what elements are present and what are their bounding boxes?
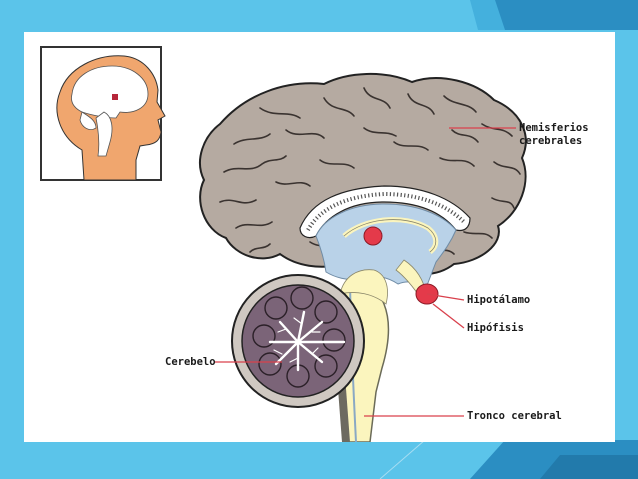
label-pituitary: Hipófisis xyxy=(467,322,524,334)
arbor-vitae-twigs xyxy=(273,317,321,363)
leader-pituitary xyxy=(432,303,465,329)
leader-hypothalamus xyxy=(426,293,465,301)
content-panel: Hemisferios cerebrales Hipotálamo Hipófi… xyxy=(24,32,615,442)
label-hypothalamus: Hipotálamo xyxy=(467,294,531,306)
arbor-vitae xyxy=(268,310,346,372)
thumbnail-section-marker xyxy=(112,94,118,100)
cerebellum xyxy=(231,274,365,408)
head-thumbnail xyxy=(40,46,166,181)
cerebellar-folia xyxy=(252,286,346,388)
thumbnail-brain xyxy=(71,65,149,119)
label-cerebellum: Cerebelo xyxy=(165,356,216,368)
brain-sagittal-diagram xyxy=(40,46,527,442)
top-right-accent-light xyxy=(470,0,505,30)
thumbnail-cerebellum xyxy=(79,111,97,130)
fornix-outline xyxy=(343,219,437,253)
corpus-callosum-stripes xyxy=(306,191,466,232)
bottom-accent-line xyxy=(379,439,426,479)
midbrain-wedge xyxy=(339,269,388,305)
label-brainstem: Tronco cerebral xyxy=(467,410,562,422)
top-right-accent xyxy=(490,0,638,30)
thumbnail-stem xyxy=(95,111,113,157)
label-hemispheres-line1: Hemisferios xyxy=(519,122,589,134)
bottom-right-accent-light xyxy=(540,455,638,479)
leader-lines xyxy=(214,127,516,417)
label-hemispheres-line2: cerebrales xyxy=(519,135,583,147)
thalamus-marker xyxy=(363,226,383,246)
